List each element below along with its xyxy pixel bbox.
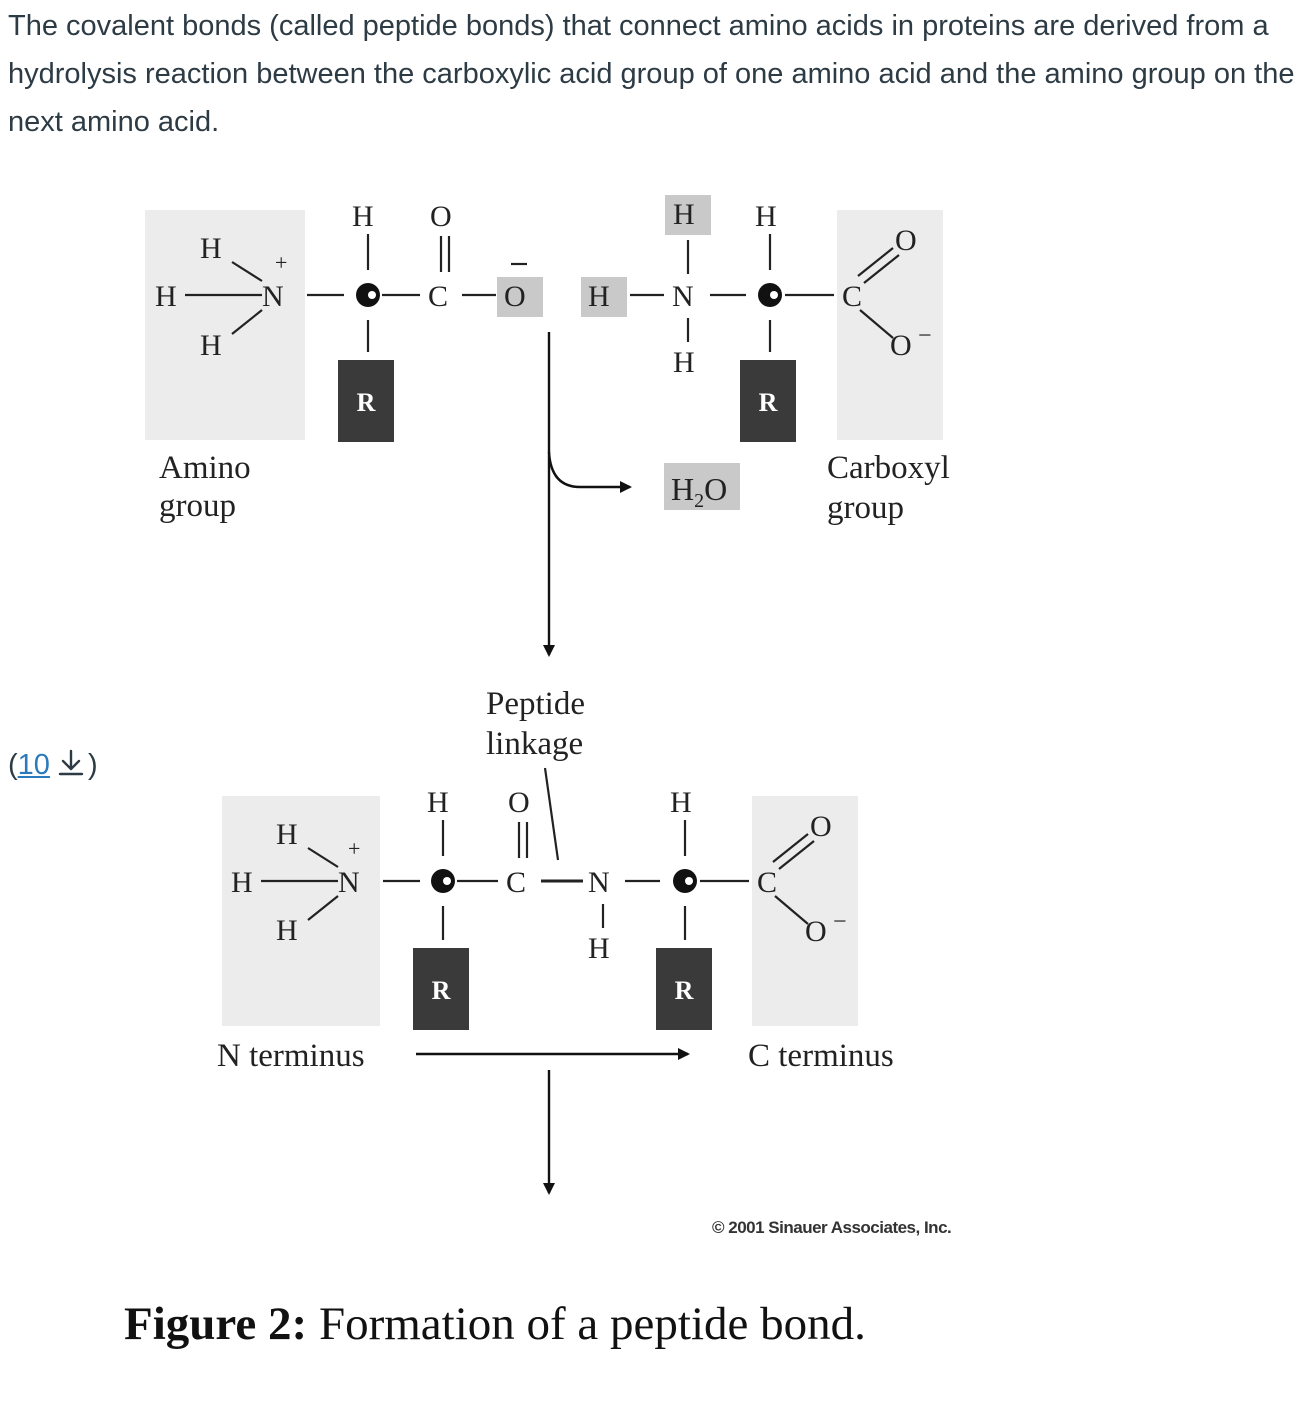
atom-c: C — [428, 280, 448, 313]
reference-link[interactable]: 10 — [17, 749, 50, 781]
amino-group-label-line1: Amino — [159, 450, 251, 486]
atom-n: N — [672, 280, 694, 313]
amine-h-highlight — [581, 277, 627, 317]
atom-h: H — [755, 200, 777, 233]
amino-group-shade — [145, 210, 305, 440]
intro-paragraph: The covalent bonds (called peptide bonds… — [8, 10, 1295, 138]
atom-n: N — [262, 280, 284, 313]
atom-h: H — [588, 280, 610, 313]
amino-group-label-line2: group — [159, 488, 236, 524]
atom-h: H — [588, 932, 610, 965]
water-release-arrow — [547, 451, 632, 493]
carboxyl-group-label-line1: Carboxyl — [827, 450, 950, 486]
download-arrow-icon[interactable] — [56, 748, 86, 778]
charge-plus: + — [348, 836, 360, 861]
atom-n: N — [588, 866, 610, 899]
atom-h: H — [427, 786, 449, 819]
atom-h: H — [155, 280, 177, 313]
amine-h-top-highlight — [665, 195, 711, 235]
peptide-linkage-pointer — [543, 767, 560, 861]
atom-c: C — [842, 280, 862, 313]
atom-h: H — [200, 329, 222, 362]
atom-o: O — [508, 786, 530, 819]
charge-minus: − — [833, 909, 847, 935]
atom-c: C — [757, 866, 777, 899]
r-group-label: R — [759, 388, 778, 417]
water-highlight — [664, 463, 740, 510]
atom-o: O — [504, 280, 526, 313]
atom-h: H — [276, 914, 298, 947]
atom-o-minus: O — [890, 329, 912, 362]
r-group-label: R — [432, 976, 451, 1005]
figure-caption: Figure 2: Formation of a peptide bond. — [124, 1298, 866, 1350]
c-terminus-label: C terminus — [748, 1038, 894, 1074]
atom-h: H — [231, 866, 253, 899]
r-group-label: R — [357, 388, 376, 417]
charge-plus: + — [275, 250, 287, 275]
r-group-box — [413, 948, 469, 1030]
r-group-box — [740, 360, 796, 442]
r-group-label: R — [675, 976, 694, 1005]
hydroxyl-highlight — [497, 277, 543, 317]
figure-reference: (10) — [8, 748, 98, 781]
atom-c: C — [506, 866, 526, 899]
r-group-box — [656, 948, 712, 1030]
atom-o: O — [430, 200, 452, 233]
peptide-linkage-label-line1: Peptide — [486, 686, 585, 722]
n-terminus-shade — [222, 796, 380, 1026]
peptide-linkage-label-line2: linkage — [486, 726, 583, 762]
r-group-box — [338, 360, 394, 442]
atom-h: H — [200, 232, 222, 265]
atom-o: O — [895, 224, 917, 257]
carboxyl-group-label-line2: group — [827, 490, 904, 526]
atom-o-minus: O — [805, 915, 827, 948]
carboxyl-group-shade — [837, 210, 943, 440]
copyright-notice: © 2001 Sinauer Associates, Inc. — [712, 1218, 951, 1237]
water-label: H2O — [671, 471, 727, 512]
atom-h: H — [673, 346, 695, 379]
atom-h: H — [352, 200, 374, 233]
charge-minus: − — [918, 323, 932, 349]
c-terminus-shade — [752, 796, 858, 1026]
caption-text: Formation of a peptide bond. — [307, 1298, 866, 1350]
atom-n: N — [338, 866, 360, 899]
atom-h: H — [670, 786, 692, 819]
atom-o: O — [810, 810, 832, 843]
atom-h: H — [276, 818, 298, 851]
caption-bold: Figure 2: — [124, 1298, 307, 1350]
atom-h: H — [673, 198, 695, 231]
n-terminus-label: N terminus — [217, 1038, 365, 1074]
